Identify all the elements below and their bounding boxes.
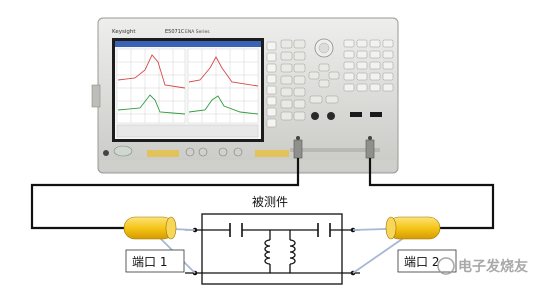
- trace-red-right: [188, 56, 259, 87]
- power-lock-knob-left[interactable]: [311, 112, 319, 120]
- numeric-keypad[interactable]: [343, 39, 394, 92]
- front-panel-connectors[interactable]: [185, 147, 243, 157]
- port-2-label: 端口 2: [404, 255, 439, 269]
- watermark-logo-icon: [437, 257, 455, 275]
- dut-label: 被测件: [252, 195, 288, 209]
- screen-status-bar: [116, 124, 259, 138]
- trace-green-left: [117, 94, 186, 115]
- cable-port-2: [368, 158, 495, 230]
- keypad-slot-right: [370, 112, 382, 117]
- trace-green-right: [188, 95, 259, 115]
- model-label: E5071C: [165, 29, 185, 35]
- front-warning-label-right: [255, 150, 289, 157]
- function-keypad[interactable]: [280, 39, 306, 121]
- port-2-label-box: 端口 2: [397, 249, 457, 273]
- power-button[interactable]: [103, 150, 109, 156]
- power-lock-knob-right[interactable]: [327, 112, 335, 120]
- watermark-text: 电子发烧友: [458, 258, 528, 275]
- port-1-label-box: 端口 1: [125, 249, 185, 273]
- keypad-slot-left: [350, 112, 362, 117]
- network-analyzer: Keysight E5071C ENA Series: [91, 17, 399, 174]
- front-warning-label-left: [147, 150, 179, 157]
- inductor-left: [264, 239, 271, 265]
- trace-panel-right: [187, 48, 259, 124]
- brand-logo: Keysight: [112, 29, 136, 35]
- test-cables: [30, 158, 495, 230]
- port-1-barrel: [123, 216, 177, 240]
- trace-panel-left: [116, 48, 186, 124]
- port-1-label: 端口 1: [132, 255, 167, 269]
- port-2-barrel: [385, 216, 441, 240]
- softkey-column[interactable]: [266, 41, 277, 128]
- capacitor-right: [317, 223, 331, 237]
- analyzer-bottom-strip: [100, 160, 396, 171]
- arrow-keypad[interactable]: [308, 63, 340, 104]
- trace-red-left: [117, 54, 186, 89]
- watermark: 电子发烧友: [437, 257, 528, 275]
- model-suffix: ENA Series: [185, 29, 210, 35]
- analyzer-side-handle: [91, 84, 101, 108]
- cable-port-1: [30, 158, 300, 230]
- port-rail: [290, 148, 380, 152]
- inductor-right: [289, 239, 296, 265]
- analyzer-screen: [112, 38, 264, 142]
- capacitor-left: [229, 223, 243, 237]
- standby-button[interactable]: [113, 145, 133, 157]
